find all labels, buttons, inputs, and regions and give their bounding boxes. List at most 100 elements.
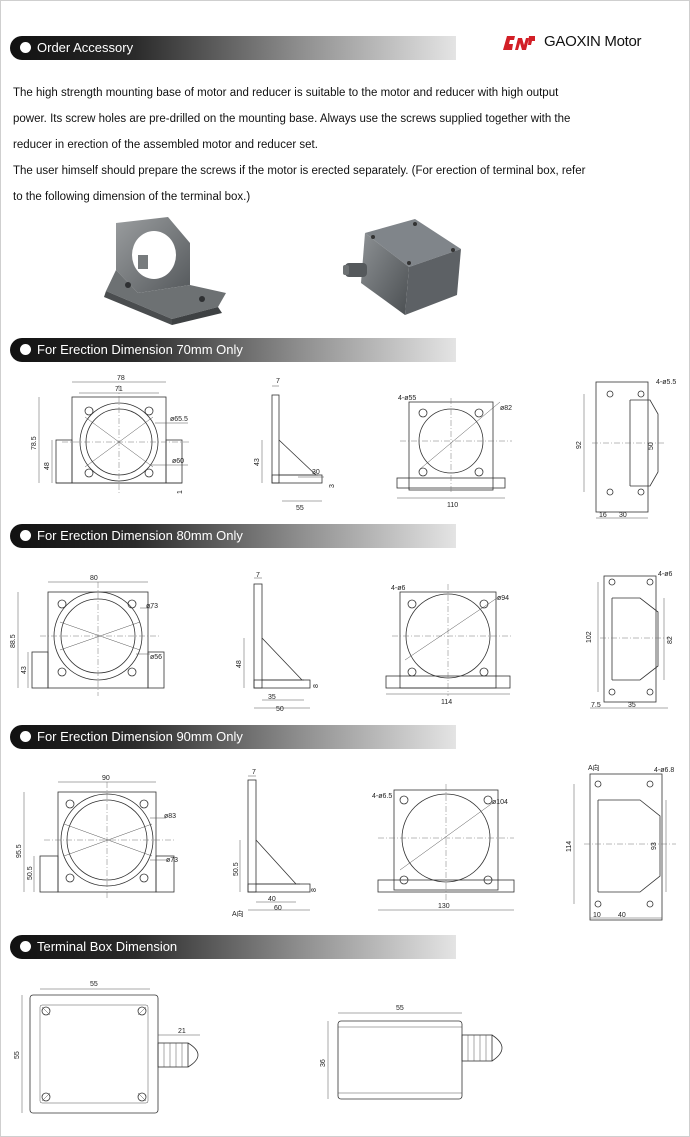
- bullet-icon: [20, 42, 31, 53]
- section-header-70mm: For Erection Dimension 70mm Only: [10, 338, 456, 362]
- dim-label: ø60: [172, 458, 184, 465]
- front-view-80: 80 ø73 ø56 88.5 43: [10, 575, 165, 696]
- dim-label: 10: [593, 912, 601, 919]
- section-title: For Erection Dimension 90mm Only: [37, 729, 243, 744]
- dim-label: 50: [648, 442, 655, 450]
- dim-label: 60: [274, 905, 282, 912]
- dim-label: 50.5: [233, 862, 240, 876]
- dim-label: 21: [178, 1028, 186, 1035]
- bullet-icon: [20, 731, 31, 742]
- side-view-70: 7 43 30 3 55: [254, 378, 336, 512]
- dim-label: 114: [566, 841, 573, 852]
- dim-label: 4-ø6.8: [654, 767, 674, 774]
- dim-label: 71: [115, 386, 123, 393]
- dim-label: 50.5: [27, 866, 34, 880]
- dim-label: 8: [313, 684, 320, 688]
- dim-label: 48: [236, 660, 243, 668]
- terminal-top-view: 55 55 21: [14, 981, 200, 1114]
- intro-text: The high strength mounting base of motor…: [13, 80, 593, 210]
- dim-label: ø94: [497, 595, 509, 602]
- drawings-terminal-box: 55 55 21 55 36: [14, 981, 503, 1114]
- bullet-icon: [20, 941, 31, 952]
- dim-label: 78.5: [31, 436, 38, 450]
- intro-paragraph-2: The user himself should prepare the scre…: [13, 165, 586, 203]
- dim-label: 55: [296, 505, 304, 512]
- drawings-70mm: 78 71 ø65.5 ø60 78.5 48 1 7 43 30 3 55 4…: [31, 375, 676, 519]
- dim-label: 36: [320, 1059, 327, 1067]
- dim-label: 30: [312, 469, 320, 476]
- dim-label: ø73: [146, 603, 158, 610]
- dim-label: 30: [619, 512, 627, 519]
- plate-view-80: 4-ø6 102 82 7.5 35: [586, 571, 674, 709]
- dim-label: ø65.5: [170, 416, 188, 423]
- dim-label: A向: [588, 763, 600, 772]
- dim-label: 93: [651, 842, 658, 850]
- dim-label: 35: [268, 694, 276, 701]
- front-view-70: 78 71 ø65.5 ø60 78.5 48 1: [31, 375, 190, 495]
- dim-label: 82: [667, 636, 674, 644]
- third-view-90: 4-ø6.5 ø104 130: [372, 784, 515, 911]
- side-view-80: 7 48 35 8 50: [236, 572, 320, 713]
- dim-label: ø83: [164, 813, 176, 820]
- dim-label: 8: [311, 888, 318, 892]
- dim-label: 3: [329, 484, 336, 488]
- dim-label: 4-ø6: [391, 585, 406, 592]
- section-header-terminal-box: Terminal Box Dimension: [10, 935, 456, 959]
- dim-label: ø104: [492, 799, 508, 806]
- dim-label: 95.5: [16, 844, 23, 858]
- logo-mark-icon: [503, 36, 535, 50]
- terminal-box-image: [343, 219, 461, 315]
- dim-label: 7: [252, 769, 256, 776]
- bullet-icon: [20, 344, 31, 355]
- dim-label: 43: [254, 458, 261, 466]
- dim-label: 7: [256, 572, 260, 579]
- dim-label: 114: [441, 699, 452, 706]
- plate-view-70: 4-ø5.5 92 50 16 30: [576, 379, 676, 519]
- dim-label: 7.5: [591, 702, 601, 709]
- section-title: For Erection Dimension 70mm Only: [37, 342, 243, 357]
- third-view-70: 4-ø55 ø82 110: [396, 395, 512, 509]
- dim-label: 80: [90, 575, 98, 582]
- section-title: Order Accessory: [37, 40, 134, 55]
- intro-paragraph-1: The high strength mounting base of motor…: [13, 87, 571, 151]
- terminal-side-view: 55 36: [320, 1005, 503, 1100]
- dim-label: 4-ø6.5: [372, 793, 392, 800]
- brand-name: GAOXIN Motor: [544, 33, 642, 50]
- dim-label: 35: [628, 702, 636, 709]
- drawings-90mm: 90 ø83 ø73 95.5 50.5 7 50.5 40 8 60 A向 4…: [16, 763, 676, 921]
- section-header-80mm: For Erection Dimension 80mm Only: [10, 524, 456, 548]
- plate-view-90: A向 4-ø6.8 114 93 10 40: [566, 763, 676, 921]
- front-view-90: 90 ø83 ø73 95.5 50.5: [16, 775, 178, 900]
- section-title: Terminal Box Dimension: [37, 939, 178, 954]
- dim-label: 90: [102, 775, 110, 782]
- dim-label: 7: [276, 378, 280, 385]
- dim-label: ø82: [500, 405, 512, 412]
- dim-label: 55: [14, 1051, 21, 1059]
- dim-label: 40: [268, 896, 276, 903]
- dim-label: 43: [21, 666, 28, 674]
- dim-label: 4-ø5.5: [656, 379, 676, 386]
- dim-label: 78: [117, 375, 125, 382]
- dim-label: 55: [396, 1005, 404, 1012]
- dim-label: 110: [447, 502, 458, 509]
- dim-label: 16: [599, 512, 607, 519]
- dim-label: 48: [44, 462, 51, 470]
- section-header-90mm: For Erection Dimension 90mm Only: [10, 725, 456, 749]
- dim-label: 50: [276, 706, 284, 713]
- drawings-80mm: 80 ø73 ø56 88.5 43 7 48 35 8 50 4-ø6 ø94…: [10, 571, 674, 713]
- third-view-80: 4-ø6 ø94 114: [385, 584, 512, 706]
- dim-label: A向: [232, 909, 244, 918]
- dim-label: 40: [618, 912, 626, 919]
- dim-label: 4-ø55: [398, 395, 416, 402]
- dim-label: 102: [586, 631, 593, 643]
- mounting-base-image: [104, 217, 226, 325]
- side-view-90: 7 50.5 40 8 60 A向: [232, 769, 318, 918]
- dim-label: 88.5: [10, 634, 17, 648]
- dim-label: ø73: [166, 857, 178, 864]
- section-title: For Erection Dimension 80mm Only: [37, 528, 243, 543]
- dim-label: 1: [177, 490, 184, 494]
- dim-label: 130: [438, 903, 450, 910]
- dim-label: ø56: [150, 654, 162, 661]
- dim-label: 55: [90, 981, 98, 988]
- dim-label: 92: [576, 441, 583, 449]
